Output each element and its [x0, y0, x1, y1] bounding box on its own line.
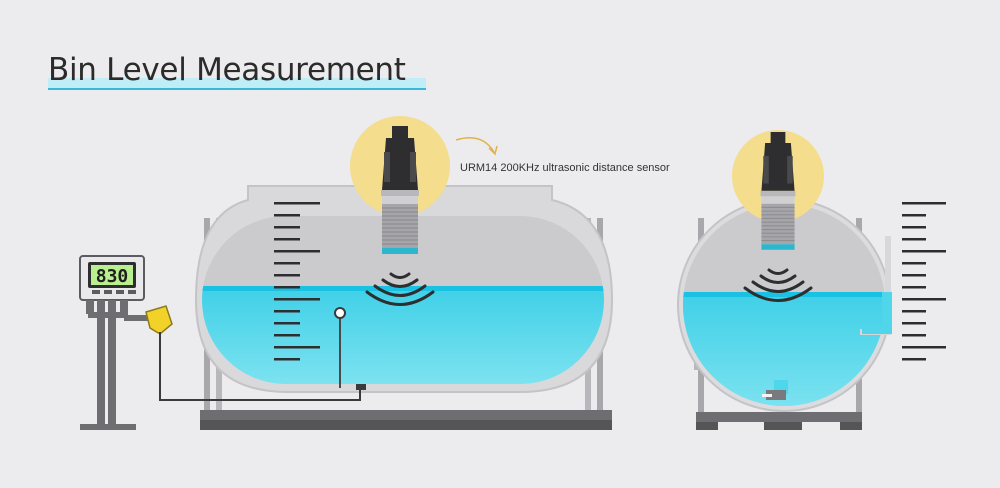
level-scale-right — [902, 202, 946, 361]
title-underline — [48, 78, 426, 89]
level-display-icon: 830 — [79, 255, 145, 301]
page-title: Bin Level Measurement — [48, 52, 406, 88]
sensor-label: URM14 200KHz ultrasonic distance sensor — [460, 162, 670, 174]
horizontal-tank — [194, 185, 614, 430]
ultrasonic-sensor-icon — [380, 125, 420, 255]
junction-box-icon — [145, 305, 173, 335]
level-scale — [274, 202, 320, 361]
title-underline-stroke — [48, 88, 426, 90]
ultrasonic-sensor-icon-right — [759, 131, 797, 251]
vertical-tank — [677, 198, 892, 430]
display-value: 830 — [96, 266, 129, 287]
curved-arrow-icon — [455, 137, 495, 153]
